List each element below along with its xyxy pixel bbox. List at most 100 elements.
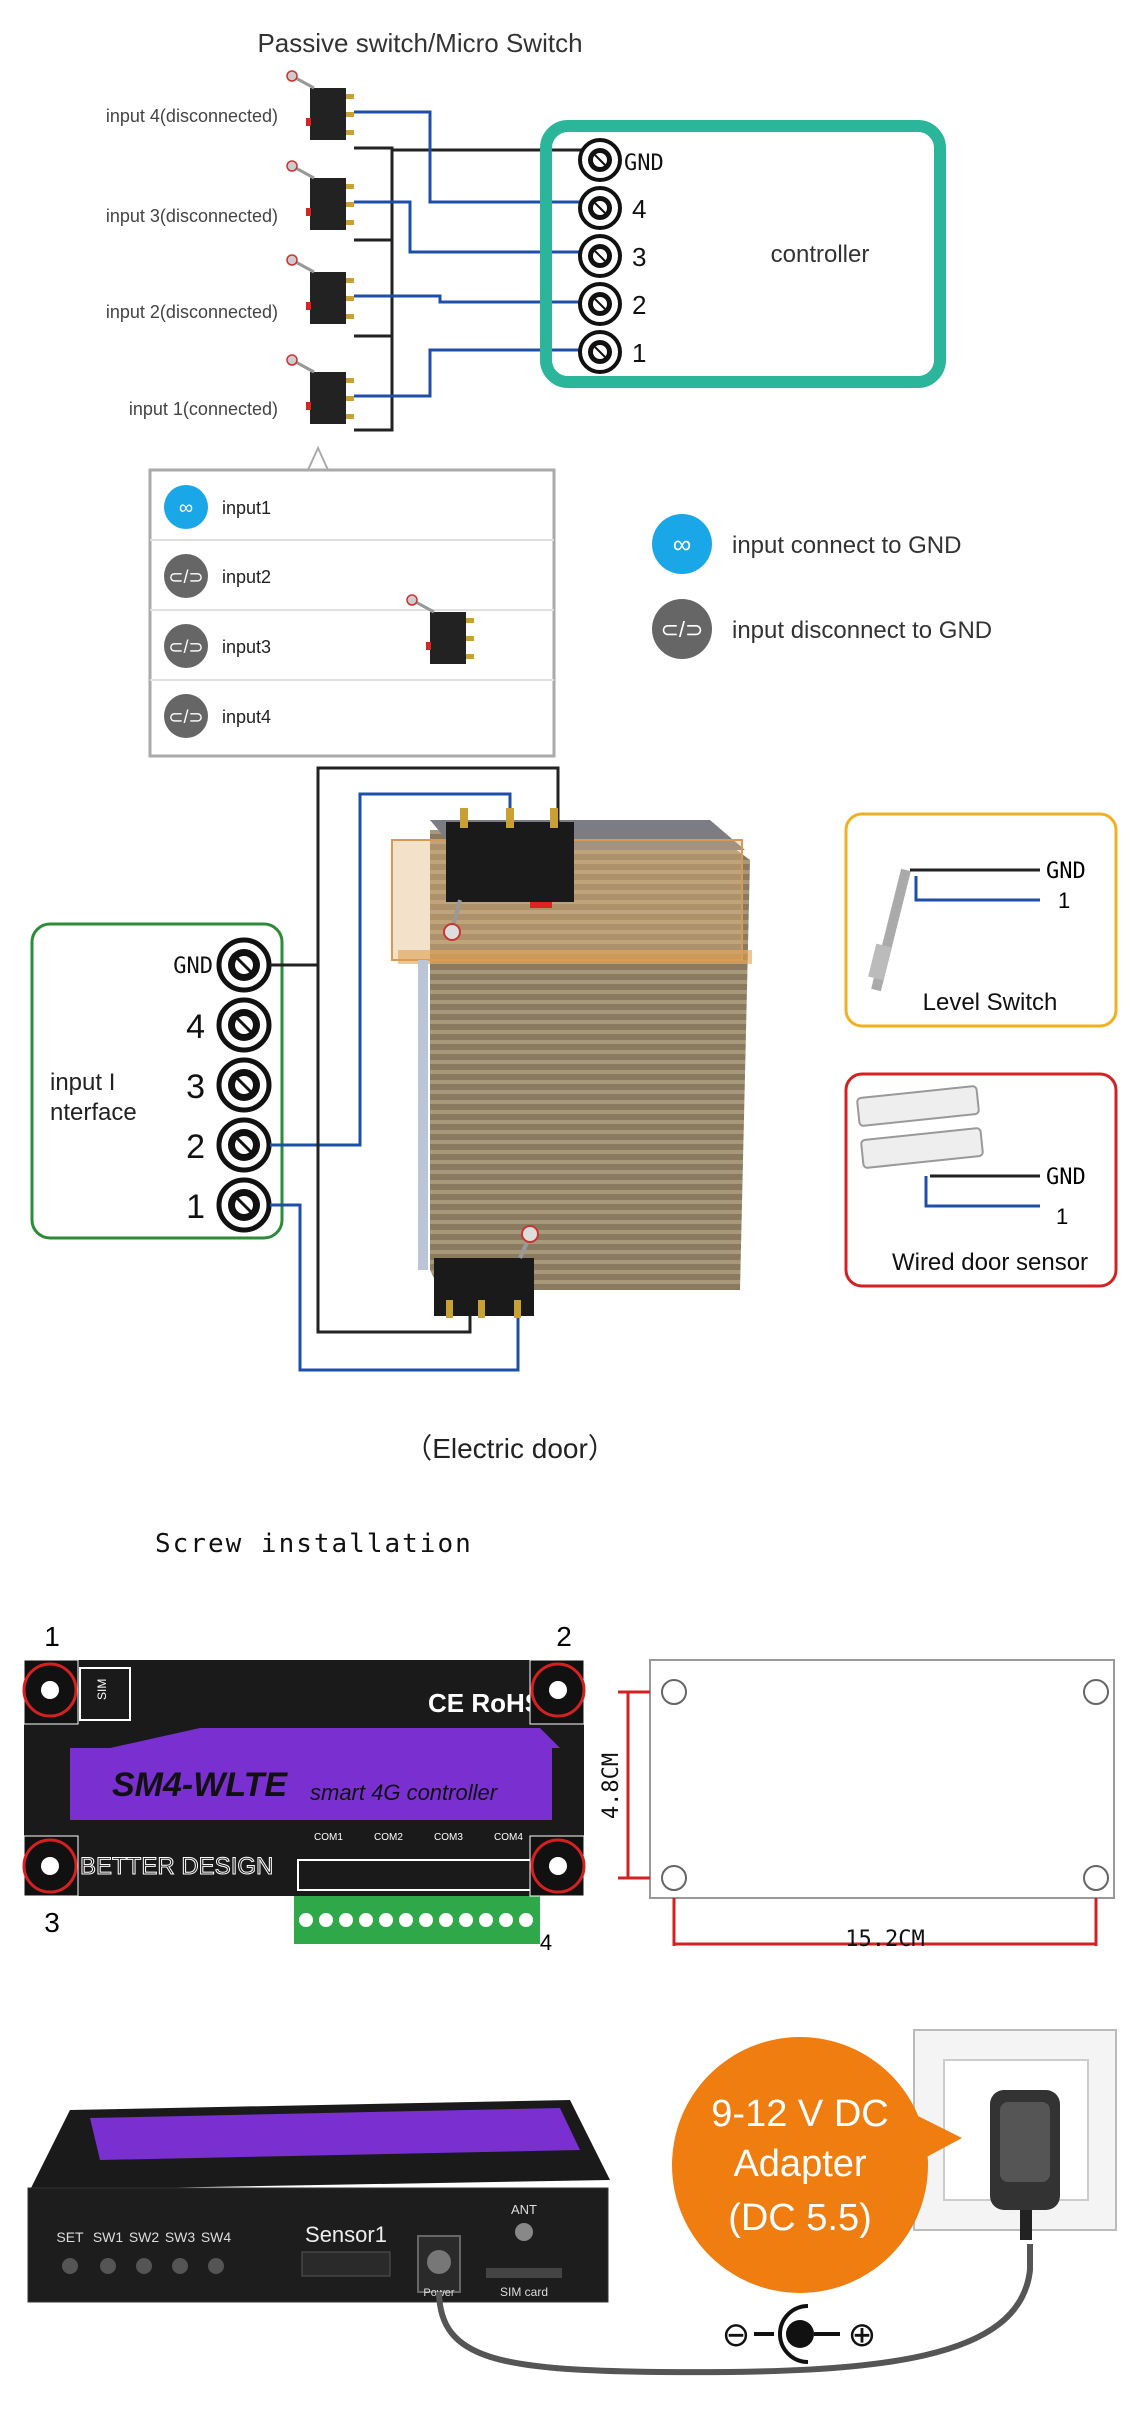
door-sensor-frame (844, 1072, 1118, 1288)
micro-switch-4 (285, 69, 356, 142)
micro-switch-3 (285, 159, 356, 232)
door-switch-top (443, 808, 574, 941)
corner-1: 1 (44, 1621, 60, 1652)
panel-pointer (306, 445, 330, 471)
corner-4: 4 (540, 1930, 552, 1955)
mounting-plate (649, 1659, 1115, 1899)
door-label-2: 2 (186, 1128, 205, 1166)
com4-label: COM4 (494, 1832, 523, 1843)
sim-slot (486, 2268, 562, 2278)
level-switch-frame (844, 812, 1118, 1028)
ctrl-label-4: 4 (632, 194, 646, 224)
panel-row-label: input2 (222, 567, 271, 587)
sw3-button[interactable] (172, 2258, 188, 2274)
svg-text:⊂/⊃: ⊂/⊃ (168, 567, 203, 587)
door-terminal-labels: GND 4 3 2 1 (173, 954, 213, 1226)
device-sim: SIM (95, 1679, 109, 1700)
adapter-line-3: (DC 5.5) (728, 2197, 872, 2239)
antenna-port (515, 2223, 533, 2241)
polarity-symbol: ⊖ ⊕ (722, 2304, 876, 2364)
panel-row-label: input4 (222, 707, 271, 727)
device-subtitle: smart 4G controller (310, 1780, 499, 1805)
signal-wires (354, 110, 600, 398)
adapter-line-1: 9-12 V DC (711, 2093, 888, 2135)
dimension-lines (618, 1690, 1098, 1946)
panel-row-input3[interactable]: ⊂/⊃ input3 (164, 624, 271, 668)
svg-text:⊂/⊃: ⊂/⊃ (168, 637, 203, 657)
ctrl-label-1: 1 (632, 338, 646, 368)
input-interface-frame (30, 922, 284, 1240)
interface-label-line1: input I (50, 1069, 115, 1096)
controller-terminals (578, 138, 622, 374)
input-1-label: input 1(connected) (129, 399, 278, 419)
device-brand: BETTER DESIGN (80, 1853, 273, 1880)
door-sensor-gnd: GND (1046, 1165, 1086, 1190)
adapter-line-2: Adapter (733, 2143, 866, 2185)
switch-section-title: Passive switch/Micro Switch (257, 28, 582, 58)
corner-3: 3 (44, 1907, 60, 1938)
svg-text:⊂/⊃: ⊂/⊃ (168, 707, 203, 727)
door-caption: （Electric door） (404, 1433, 616, 1464)
sw3-label: SW3 (165, 2229, 196, 2245)
sw2-label: SW2 (129, 2229, 160, 2245)
unlink-icon (652, 599, 712, 659)
input-labels: input 4(disconnected) input 3(disconnect… (106, 106, 278, 419)
sensor-port (301, 2251, 391, 2277)
interface-label-line2: nterface (50, 1099, 137, 1126)
green-terminal-pins (299, 1913, 533, 1927)
polarity-minus: ⊖ (722, 2316, 751, 2354)
level-switch-label: Level Switch (923, 989, 1058, 1016)
controller-frame (540, 120, 946, 388)
adapter-badge: 9-12 V DC Adapter (DC 5.5) (672, 2037, 962, 2293)
power-cable (436, 2244, 1033, 2376)
front-labels: SET SW1 SW2 SW3 SW4 (56, 2229, 231, 2245)
set-button[interactable] (62, 2258, 78, 2274)
ctrl-label-2: 2 (632, 290, 646, 320)
screw-title: Screw installation (155, 1529, 473, 1559)
panel-row-input2[interactable]: ⊂/⊃ input2 (164, 554, 271, 598)
width-dimension: 15.2CM (845, 1927, 924, 1952)
door-label-1: 1 (186, 1188, 205, 1226)
panel-row-label: input3 (222, 637, 271, 657)
sw4-button[interactable] (208, 2258, 224, 2274)
legend-connected: input connect to GND (732, 532, 961, 559)
legend-disconnected: input disconnect to GND (732, 617, 992, 644)
screw-highlight-circles (22, 1662, 586, 1894)
svg-text:⊂/⊃: ⊂/⊃ (661, 617, 704, 642)
level-switch-drawing (868, 868, 1040, 992)
controller-device: SIM CE RoHS SM4-WLTE smart 4G controller… (23, 1659, 585, 1944)
ctrl-label-gnd: GND (624, 151, 664, 176)
front-buttons (62, 2258, 224, 2274)
common-wires (354, 146, 600, 432)
level-switch-one: 1 (1058, 888, 1070, 913)
unlink-icon (164, 694, 208, 738)
door-label-3: 3 (186, 1068, 205, 1106)
input-4-label: input 4(disconnected) (106, 106, 278, 126)
sensor-label: Sensor1 (305, 2222, 387, 2247)
sw2-button[interactable] (136, 2258, 152, 2274)
door-label-gnd: GND (173, 954, 213, 979)
door-sensor-drawing (856, 1085, 1040, 1208)
app-panel (148, 468, 556, 758)
ctrl-label-3: 3 (632, 242, 646, 272)
power-adapter (990, 2090, 1060, 2240)
unlink-icon (164, 624, 208, 668)
door-terminals (219, 940, 269, 1230)
corner-2: 2 (556, 1621, 572, 1652)
device-model: SM4-WLTE (112, 1766, 288, 1804)
panel-row-label: input1 (222, 498, 271, 518)
sw1-button[interactable] (100, 2258, 116, 2274)
panel-row-input1[interactable]: ∞ input1 (164, 485, 271, 529)
controller-terminal-labels: GND 4 3 2 1 (624, 151, 664, 368)
micro-switch-1 (285, 353, 356, 426)
sw1-label: SW1 (93, 2229, 124, 2245)
svg-text:∞: ∞ (673, 529, 692, 559)
link-icon (652, 514, 712, 574)
door-label-4: 4 (186, 1008, 205, 1046)
height-dimension: 4.8CM (599, 1753, 624, 1819)
com1-label: COM1 (314, 1832, 343, 1843)
panel-row-input4[interactable]: ⊂/⊃ input4 (164, 694, 271, 738)
door-sensor-label: Wired door sensor (892, 1249, 1088, 1276)
set-label: SET (56, 2229, 84, 2245)
ant-label: ANT (511, 2202, 537, 2217)
